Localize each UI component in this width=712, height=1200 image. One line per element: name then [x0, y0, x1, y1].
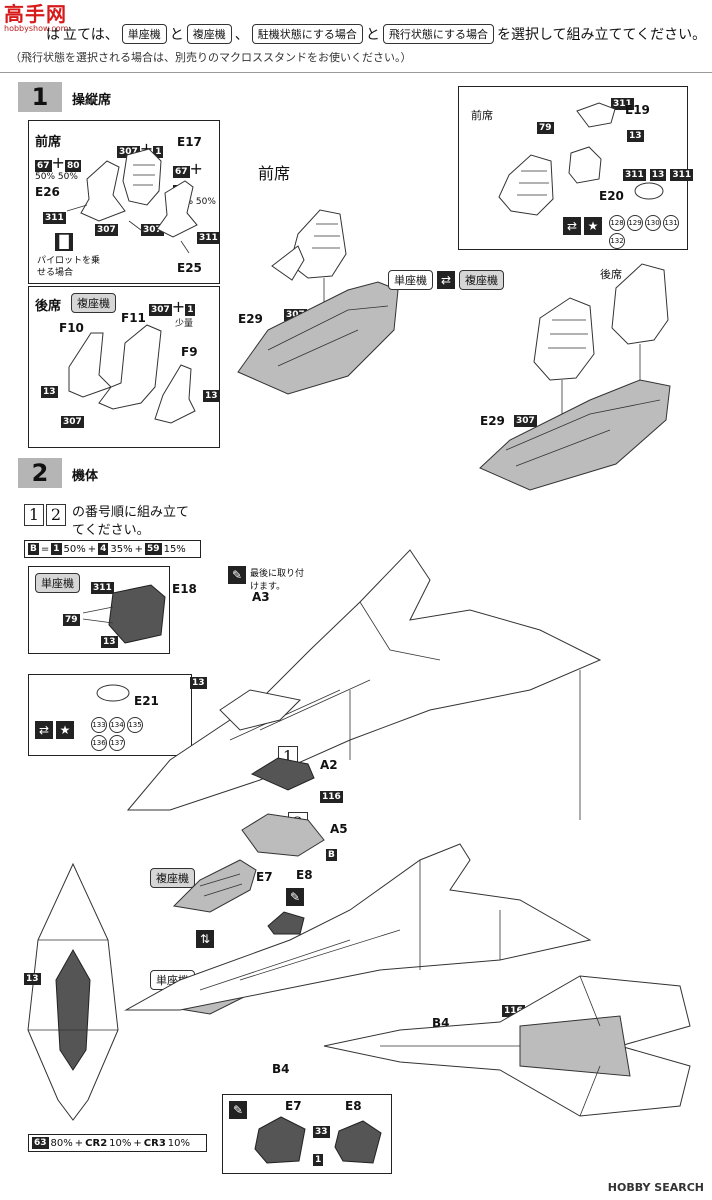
paint-307-1: 307+1 少量	[149, 297, 196, 329]
paint-b: B	[326, 849, 337, 861]
paint-79: 79	[63, 614, 80, 626]
header-note: （飛行状態を選択される場合は、別売りのマクロススタンドをお使いください。）	[10, 51, 412, 64]
front-seat-panel: 前席 67+80 50% 50% 307+1 少量 E17 67+80 50% …	[28, 120, 220, 284]
e7-e8-part-drawing	[254, 1116, 382, 1164]
part-f11: F11	[121, 311, 146, 325]
single-seat-panel: 単座機 311 79 13	[28, 566, 170, 654]
header-instruction-line: は 立ては、 単座機 と 複座機 、 駐機状態にする場合 と 飛行状態にする場合…	[46, 24, 706, 44]
paint-13: 13	[101, 636, 118, 648]
double-cockpit-drawing	[172, 859, 257, 913]
part-e8: E8	[345, 1099, 362, 1113]
tag-double-seat: 複座機	[186, 24, 232, 44]
rear-seat-label: 後席	[35, 299, 62, 314]
tag-single-seat: 単座機	[121, 24, 167, 44]
watermark: HOBBY SEARCH	[607, 1181, 704, 1194]
paint-311: 311	[91, 582, 114, 594]
tag-double-seat: 複座機	[71, 293, 116, 313]
part-a2: A2	[320, 758, 338, 772]
decal-numbers: 133 134 135 136 137	[91, 717, 151, 751]
step-1-title: 操縦席	[72, 93, 112, 108]
paint-311: 311	[611, 98, 634, 110]
paint-116: 116	[320, 791, 343, 803]
part-e8: E8	[296, 868, 313, 882]
site-logo: 高手网 hobbyshow.com	[4, 2, 69, 33]
paint-307: 307	[61, 416, 84, 428]
tag-parked: 駐機状態にする場合	[251, 24, 363, 44]
part-e25: E25	[177, 261, 202, 275]
paint-13: 13	[24, 973, 41, 985]
part-e21: E21	[134, 694, 159, 708]
star-icon: ★	[56, 721, 74, 739]
seat-variant-switch: 単座機 ⇄ 複座機	[388, 270, 504, 290]
part-e7: E7	[285, 1099, 302, 1113]
part-e19: E19	[625, 103, 650, 117]
front-seat-drawing	[66, 148, 198, 254]
tag-flight: 飛行状態にする場合	[382, 24, 494, 44]
part-a2-drawing	[250, 757, 315, 791]
part-a3: A3	[252, 590, 270, 604]
cockpit-double-drawing	[479, 263, 671, 491]
paint-13: 13	[203, 390, 220, 402]
paint-brush-icon: ✎	[229, 1101, 247, 1119]
decal-icons: ⇄ ★	[563, 217, 602, 235]
e21-part-drawing	[96, 684, 130, 702]
front-seat-label: 前席	[35, 135, 62, 150]
front-seat-label-mid: 前席	[258, 164, 291, 183]
step-1-number: 1	[18, 82, 62, 112]
part-f10: F10	[59, 321, 84, 335]
part-e26: E26	[35, 185, 60, 199]
part-b4: B4	[272, 1062, 290, 1076]
part-e18: E18	[172, 582, 197, 596]
paint-brush-icon: ✎	[286, 888, 304, 906]
last-note: 最後に取り付けます。	[250, 569, 305, 592]
part-e20: E20	[599, 189, 624, 203]
rear-seat-panel: 後席 複座機 307+1 少量 F10 F11 F9 13 13 307	[28, 286, 220, 448]
swap-vertical-icon: ⇅	[196, 930, 214, 948]
paint-row: 311 13 311	[623, 169, 694, 181]
fuselage-upper-drawing	[126, 549, 602, 820]
paint-307: 307	[514, 415, 537, 427]
swap-arrows-icon: ⇄	[437, 271, 455, 289]
step-2-title: 機体	[72, 469, 99, 484]
part-a5-drawing	[241, 813, 325, 857]
canopy-top-view-drawing	[27, 862, 119, 1121]
paint-1: 1	[313, 1154, 324, 1166]
instruction-header: 高手网 hobbyshow.com は 立ては、 単座機 と 複座機 、 駐機状…	[0, 0, 712, 73]
swap-arrows-icon: ⇄	[563, 217, 581, 235]
cockpit-single-drawing	[237, 209, 399, 395]
step-order-note: 1 2 の番号順に組み立ててください。	[24, 504, 202, 540]
paint-311: 311	[197, 232, 220, 244]
paint-33: 33	[313, 1126, 330, 1138]
front-seat-options-panel: 前席 311 79 E19 13 311 13 311 E20 ⇄ ★ 128 …	[458, 86, 694, 250]
star-icon: ★	[584, 217, 602, 235]
paint-mix-left: 67+80 50% 50%	[35, 153, 82, 182]
swap-arrows-icon: ⇄	[35, 721, 53, 739]
paint-13: 13	[190, 677, 207, 689]
paint-brush-icon: ✎	[228, 566, 246, 584]
paint-79: 79	[537, 122, 554, 134]
part-e29: E29	[480, 414, 505, 428]
part-e17: E17	[177, 135, 202, 149]
paint-307: 307	[95, 224, 118, 236]
step-2-number: 2	[18, 458, 62, 488]
aircraft-bottom-view-drawing	[323, 975, 691, 1117]
paint-13: 13	[41, 386, 58, 398]
part-e7: E7	[256, 870, 273, 884]
part-e29: E29	[238, 312, 263, 326]
e7-e8-paint-panel: ✎ E7 E8 33 1	[222, 1094, 392, 1174]
canopy-part-drawing	[82, 584, 166, 644]
rear-seat-drawing	[68, 324, 196, 424]
fuselage-lower-drawing	[124, 843, 592, 1011]
options-drawing	[498, 102, 664, 216]
e21-options-panel: ⇄ ★ 133 134 135 136 137	[28, 674, 192, 756]
paint-311: 311	[43, 212, 66, 224]
decal-numbers: 128 129 130 131 132	[609, 215, 681, 249]
pilot-note: パイロットを乗せる場合	[37, 256, 101, 278]
part-f9: F9	[181, 345, 198, 359]
pilot-icon: █	[55, 233, 73, 251]
part-a5: A5	[330, 822, 348, 836]
paint-13: 13	[627, 130, 644, 142]
